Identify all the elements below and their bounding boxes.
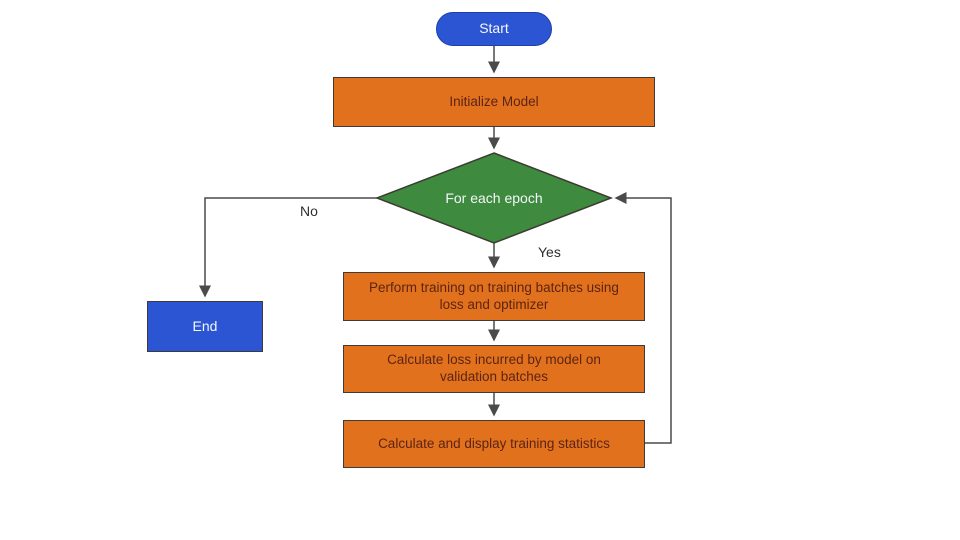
edge-stats-loop-to-epoch [614, 192, 672, 444]
decision-diamond-epoch [374, 152, 614, 244]
display-statistics-label: Calculate and display training statistic… [378, 435, 610, 451]
end-label: End [192, 317, 218, 334]
calculate-loss-label: Calculate loss incurred by model on vali… [387, 352, 601, 384]
initialize-model-label: Initialize Model [449, 93, 539, 109]
edge-label-no: No [300, 203, 318, 219]
end-node: End [147, 301, 263, 352]
process-perform-training: Perform training on training batches usi… [343, 272, 645, 321]
edge-label-yes: Yes [538, 244, 561, 260]
process-initialize-model: Initialize Model [333, 77, 655, 127]
start-node: Start [436, 12, 552, 46]
edge-epoch-no-to-end [199, 197, 378, 298]
perform-training-label: Perform training on training batches usi… [369, 279, 619, 312]
start-label: Start [479, 20, 509, 37]
process-calculate-loss: Calculate loss incurred by model on vali… [343, 345, 645, 393]
process-display-statistics: Calculate and display training statistic… [343, 420, 645, 468]
